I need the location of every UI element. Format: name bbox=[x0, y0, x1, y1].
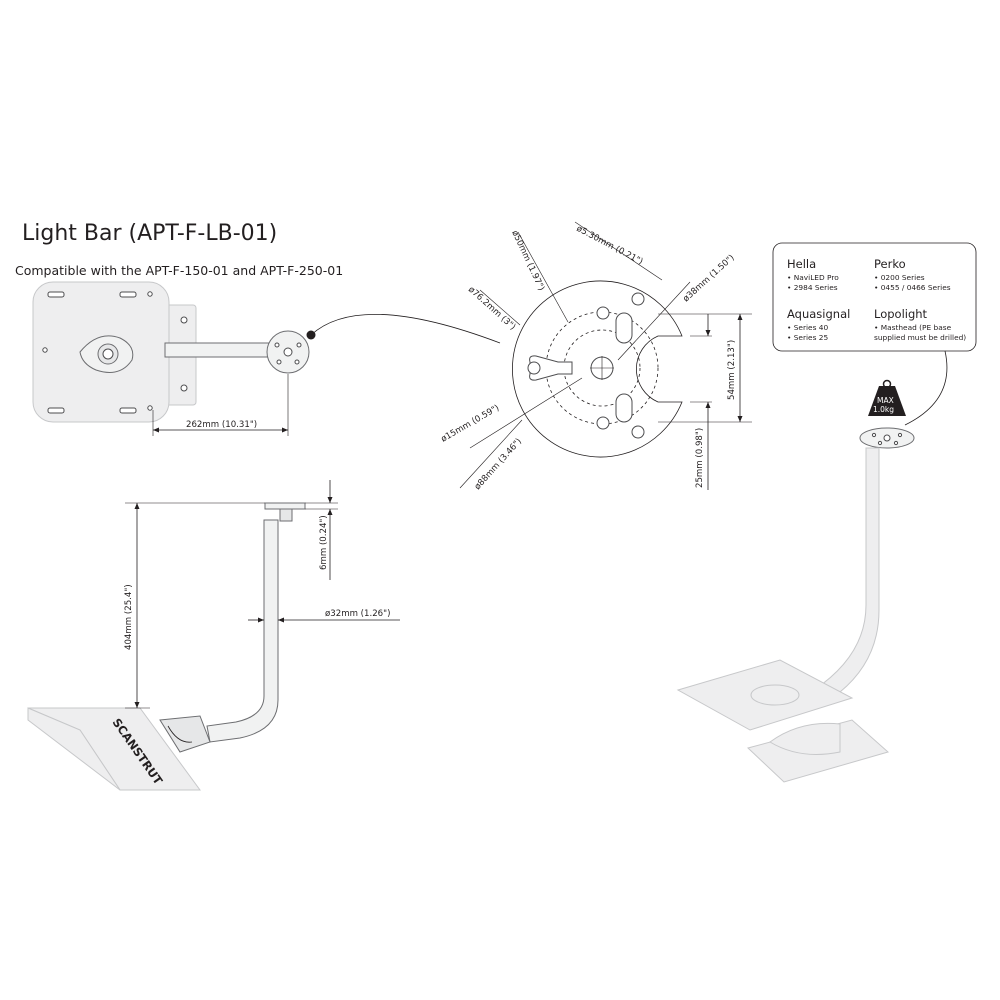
dim-h54: 54mm (2.13") bbox=[727, 340, 737, 400]
svg-text:• 0200 Series: • 0200 Series bbox=[874, 273, 925, 282]
svg-text:• Series 25: • Series 25 bbox=[787, 333, 828, 342]
dim-h25: 25mm (0.98") bbox=[695, 428, 705, 488]
svg-text:1.0kg: 1.0kg bbox=[873, 405, 894, 414]
top-view: 262mm (10.31") bbox=[32, 281, 310, 436]
svg-text:supplied must be drilled): supplied must be drilled) bbox=[874, 333, 966, 342]
svg-text:• NaviLED Pro: • NaviLED Pro bbox=[787, 273, 839, 282]
page-title: Light Bar (APT-F-LB-01) bbox=[22, 221, 277, 246]
svg-text:MAX: MAX bbox=[877, 396, 894, 405]
compatibility-subtitle: Compatible with the APT-F-150-01 and APT… bbox=[15, 263, 343, 278]
dim-height: 404mm (25.4") bbox=[124, 584, 134, 650]
svg-text:• Series 40: • Series 40 bbox=[787, 323, 828, 332]
dim-plate-thickness: 6mm (0.24") bbox=[319, 515, 329, 570]
arm-tube-top bbox=[164, 342, 271, 358]
side-view: SCANSTRUT 404mm (25.4") 6mm (0.24") ø32m… bbox=[27, 480, 400, 791]
arm-tube-3d bbox=[813, 447, 880, 701]
keyhole-slot bbox=[529, 355, 573, 381]
brand-aquasignal: Aquasignal bbox=[787, 307, 850, 321]
arm-tube-side bbox=[206, 519, 279, 743]
compatibility-box: Hella • NaviLED Pro • 2984 Series Perko … bbox=[772, 242, 977, 426]
dim-d88: ø88mm (3.46") bbox=[473, 437, 524, 492]
weight-badge bbox=[868, 386, 906, 416]
dim-tube-diameter: ø32mm (1.26") bbox=[325, 609, 390, 619]
svg-text:• 2984 Series: • 2984 Series bbox=[787, 283, 838, 292]
dim-d530: ø5.30mm (0.21") bbox=[575, 224, 645, 267]
brand-lopolight: Lopolight bbox=[874, 307, 928, 321]
light-plate-side bbox=[264, 502, 306, 510]
brand-hella: Hella bbox=[787, 257, 816, 271]
plate-outline bbox=[512, 280, 683, 458]
dim-d762: ø76.2mm (3") bbox=[466, 285, 517, 333]
dim-d50: ø50mm (1.97") bbox=[509, 229, 546, 293]
svg-text:• 0455 / 0466 Series: • 0455 / 0466 Series bbox=[874, 283, 951, 292]
svg-text:• Masthead (PE base: • Masthead (PE base bbox=[874, 323, 952, 332]
inner-circle bbox=[563, 329, 641, 407]
mount-bracket bbox=[159, 715, 211, 753]
dim-d15: ø15mm (0.59") bbox=[440, 403, 502, 444]
perspective-view: MAX 1.0kg bbox=[676, 379, 915, 783]
plate-detail: ø50mm (1.97") ø5.30mm (0.21") ø76.2mm (3… bbox=[440, 221, 752, 492]
dim-d38: ø38mm (1.50") bbox=[681, 253, 736, 304]
brand-perko: Perko bbox=[874, 257, 906, 271]
dim-reach: 262mm (10.31") bbox=[186, 420, 257, 430]
